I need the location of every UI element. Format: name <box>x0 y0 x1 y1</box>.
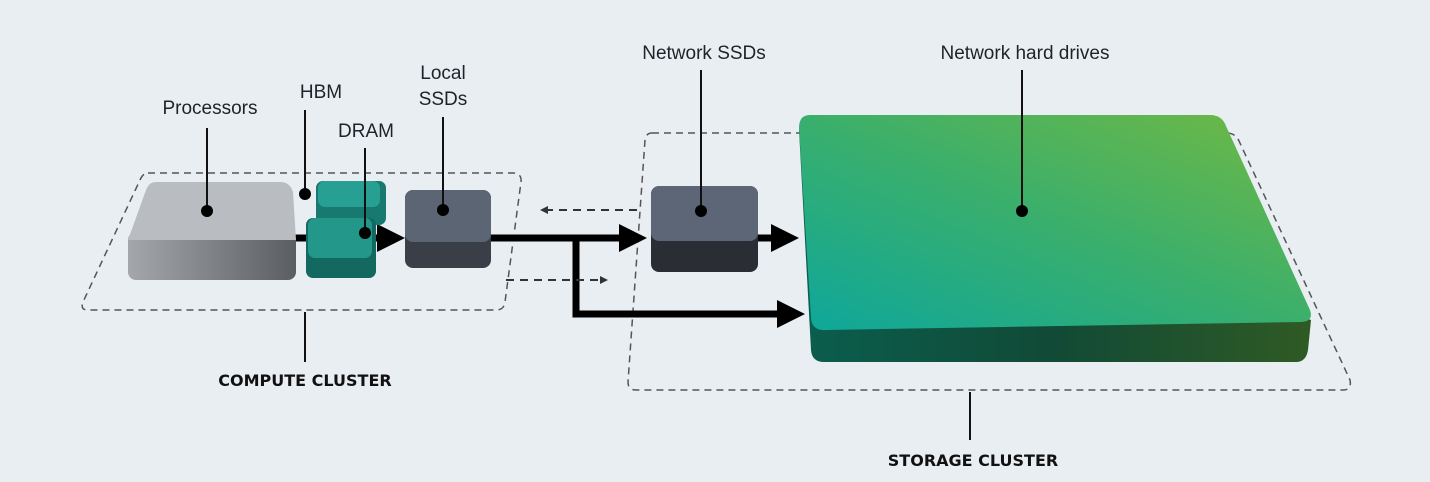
processors-block <box>128 182 296 280</box>
network-hard-drives-label: Network hard drives <box>941 43 1110 64</box>
compute-cluster-label: COMPUTE CLUSTER <box>218 371 391 390</box>
hbm-dot <box>299 188 311 200</box>
dram-dot <box>359 227 371 239</box>
leader-lines <box>206 70 1023 440</box>
marker-dots <box>201 188 1028 239</box>
network-ssds-label: Network SSDs <box>642 43 766 64</box>
dram-label: DRAM <box>338 121 394 142</box>
local-ssds-dot <box>437 204 449 216</box>
local-ssds-label-line2: SSDs <box>419 89 468 110</box>
dram-block <box>306 218 376 278</box>
storage-cluster-label: STORAGE CLUSTER <box>888 451 1058 470</box>
compute-cluster-outline <box>81 172 522 311</box>
network-ssds-block <box>651 186 758 272</box>
storage-cluster-outline <box>627 132 1352 391</box>
processors-dot <box>201 205 213 217</box>
local-ssds-label-line1: Local <box>420 63 465 84</box>
data-flow-arrows <box>285 206 805 328</box>
hbm-label: HBM <box>300 82 342 103</box>
local-ssds-block <box>405 190 491 268</box>
network-ssds-dot <box>695 205 707 217</box>
processors-label: Processors <box>162 98 257 119</box>
network-hard-drives-block <box>799 115 1311 362</box>
network-hard-drives-dot <box>1016 205 1028 217</box>
